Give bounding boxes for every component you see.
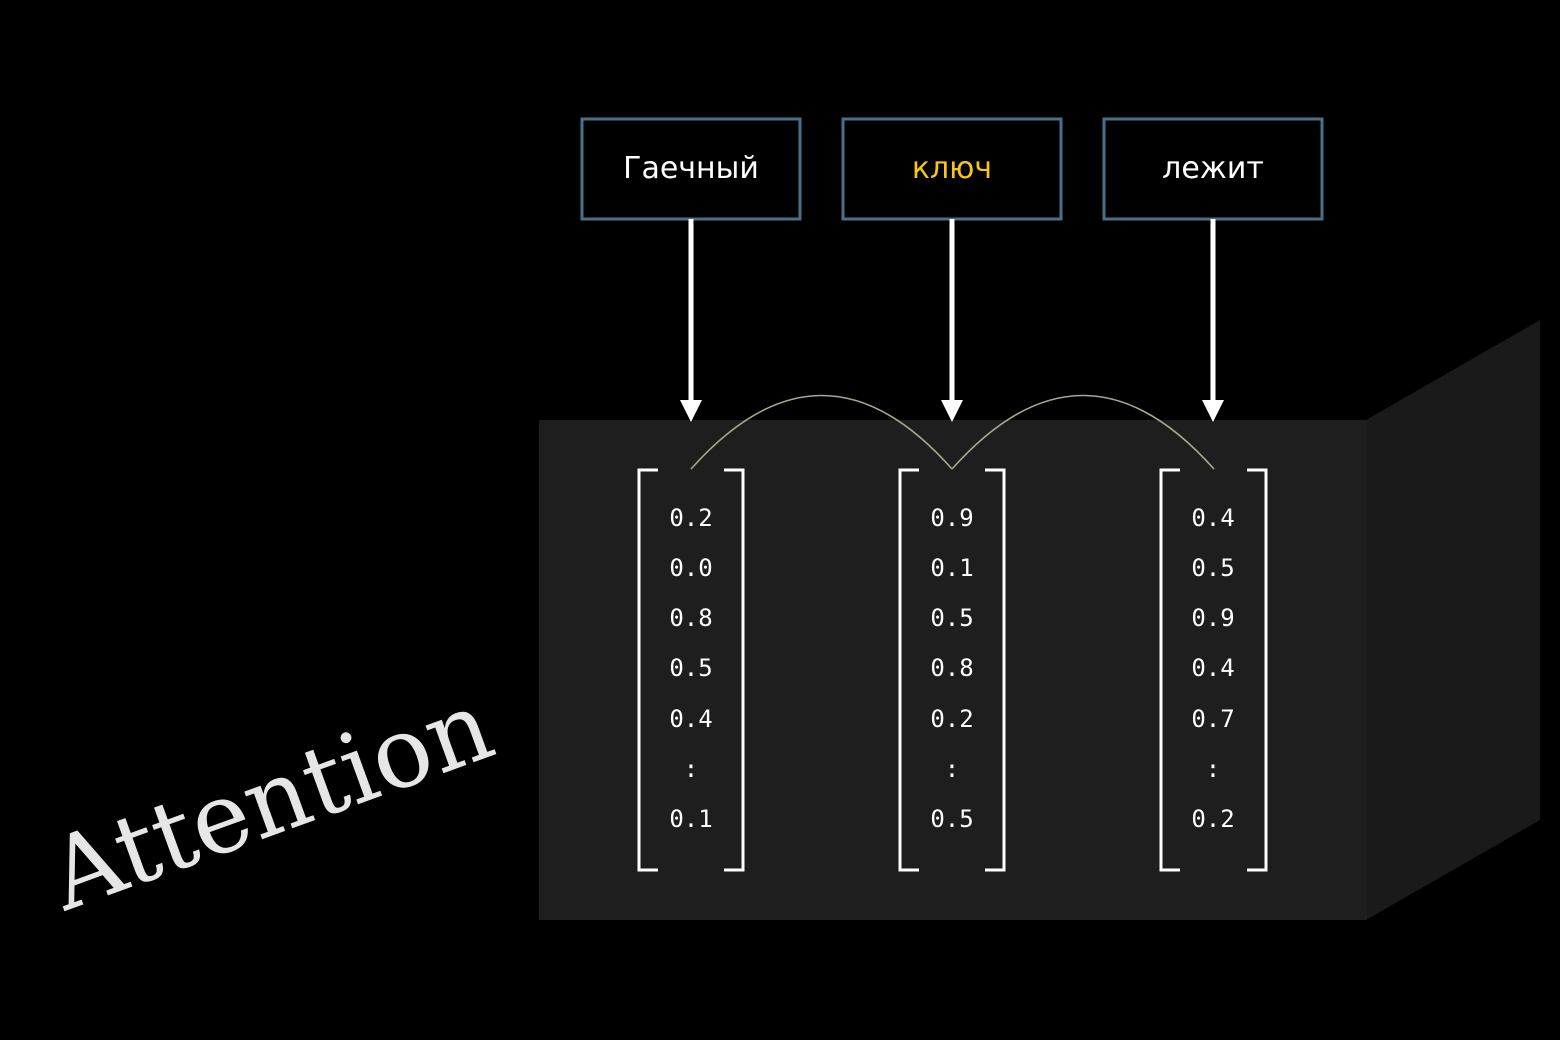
vector-3-value-last: 0.2 [1191,805,1234,833]
vector-3-value-3: 0.9 [1191,604,1234,632]
vector-1-value-4: 0.5 [669,654,712,682]
vector-3-value-1: 0.4 [1191,504,1234,532]
vector-2-value-3: 0.5 [930,604,973,632]
vector-2-right-bracket [985,468,1006,872]
attention-title: Attention [33,668,507,933]
vector-2-left-bracket [898,468,919,872]
vector-3-value-2: 0.5 [1191,554,1234,582]
vector-2-value-4: 0.8 [930,654,973,682]
vector-1-value-last: 0.1 [669,805,712,833]
vector-1-right-bracket [724,468,745,872]
vector-2-value-last: 0.5 [930,805,973,833]
vector-1-value-1: 0.2 [669,504,712,532]
vector-2: 0.9 0.1 0.5 0.8 0.2 : 0.5 [898,468,1006,872]
vector-3-right-bracket [1247,468,1268,872]
token-label-1: Гаечный [623,151,759,186]
vector-1: 0.2 0.0 0.8 0.5 0.4 : 0.1 [637,468,745,872]
attention-arc-2-3 [951,394,1215,470]
vector-3-value-4: 0.4 [1191,654,1234,682]
token-label-3: лежит [1162,151,1264,186]
vector-3: 0.4 0.5 0.9 0.4 0.7 : 0.2 [1159,468,1268,872]
vector-1-value-2: 0.0 [669,554,712,582]
token-group-2: ключ [841,117,1063,422]
token-arrowhead-3 [1202,400,1224,422]
vector-1-ellipsis: : [684,755,698,783]
vector-3-value-5: 0.7 [1191,705,1234,733]
vector-1-value-5: 0.4 [669,705,712,733]
vector-2-value-1: 0.9 [930,504,973,532]
token-arrowhead-2 [941,400,963,422]
token-label-2: ключ [912,151,992,186]
vector-2-value-2: 0.1 [930,554,973,582]
token-group-3: лежит [1102,117,1324,422]
vector-1-value-3: 0.8 [669,604,712,632]
token-group-1: Гаечный [580,117,802,422]
vector-3-left-bracket [1159,468,1180,872]
token-arrowhead-1 [680,400,702,422]
box-side-face [1366,320,1540,920]
vector-3-ellipsis: : [1206,755,1220,783]
vector-2-value-5: 0.2 [930,705,973,733]
attention-arc-1-2 [690,394,953,470]
box-front-face [539,420,1367,920]
vector-1-left-bracket [637,468,658,872]
vector-2-ellipsis: : [945,755,959,783]
